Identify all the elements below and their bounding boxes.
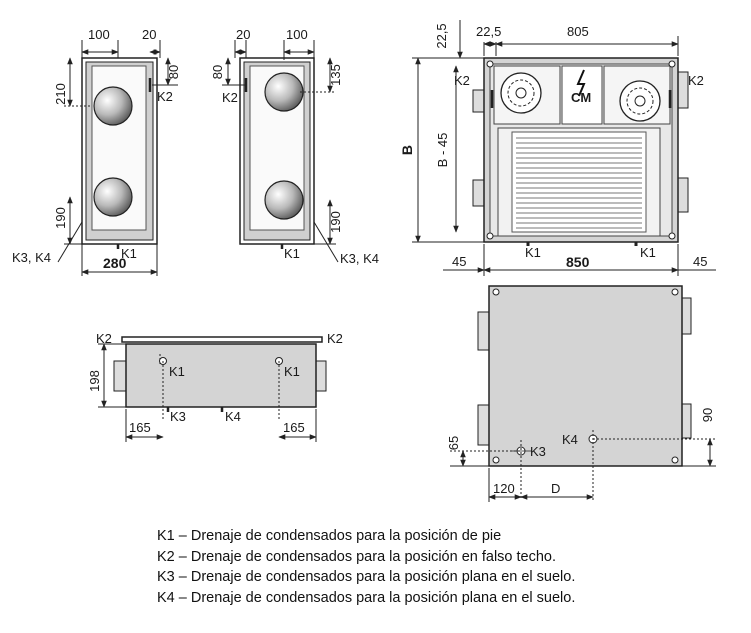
dim-text: 850 <box>566 254 590 270</box>
dim-text: 20 <box>142 27 156 42</box>
dim-text: 20 <box>236 27 250 42</box>
side-duct <box>477 404 491 446</box>
dim-text: 165 <box>129 420 151 435</box>
top-flange <box>121 336 323 343</box>
label-k1: K1 <box>121 246 137 261</box>
label-k1: K1 <box>525 245 541 260</box>
lightning-icon <box>576 69 586 97</box>
exchanger-fins <box>516 137 642 229</box>
leader-k3k4 <box>313 221 339 263</box>
legend-item-k1: K1 – Drenaje de condensados para la posi… <box>157 528 502 544</box>
dim-text: 80 <box>166 65 181 79</box>
duct-port-upper <box>93 86 133 126</box>
duct-port-lower <box>264 180 304 220</box>
dim-text: 65 <box>446 436 461 450</box>
label-k3-k4: K3, K4 <box>340 251 379 266</box>
dim-text: 100 <box>286 27 308 42</box>
legend: K1 – Drenaje de condensados para la posi… <box>157 526 575 608</box>
label-k1: K1 <box>640 245 656 260</box>
dim-text: 22,5 <box>434 23 449 48</box>
dim-text: 22,5 <box>476 24 501 39</box>
legend-item-k4: K4 – Drenaje de condensados para la posi… <box>157 589 576 606</box>
label-k2: K2 <box>96 331 112 346</box>
label-k4: K4 <box>225 409 241 424</box>
dim-text: D <box>551 481 560 496</box>
dim-text: B <box>399 145 415 155</box>
label-k3: K3 <box>530 444 546 459</box>
dim-text: 45 <box>452 254 466 269</box>
side-duct <box>477 311 491 351</box>
dim-text: 120 <box>493 481 515 496</box>
dim-text: 165 <box>283 420 305 435</box>
label-k2: K2 <box>454 73 470 88</box>
dim-text: 80 <box>210 65 225 79</box>
flat-position-view: 198 165 165 K2 K2 K1 K1 K3 K4 <box>87 331 343 442</box>
legend-item-k3: K3 – Drenaje de condensados para la posi… <box>157 569 576 585</box>
label-k2: K2 <box>222 90 238 105</box>
unit-body <box>125 343 317 408</box>
label-k3-k4: K3, K4 <box>12 250 51 265</box>
dim-text: 280 <box>103 255 127 271</box>
side-duct <box>113 360 127 392</box>
label-k3: K3 <box>170 409 186 424</box>
unit-base <box>488 285 683 467</box>
dim-text: 190 <box>53 207 68 229</box>
label-k2: K2 <box>327 331 343 346</box>
label-k2: K2 <box>157 89 173 104</box>
duct-port-upper <box>264 72 304 112</box>
exchanger-core <box>511 131 647 233</box>
label-k4: K4 <box>562 432 578 447</box>
dim-text: 135 <box>328 64 343 86</box>
label-k1: K1 <box>169 364 185 379</box>
dim-text: 210 <box>53 83 68 105</box>
legend-item-k2: K2 – Drenaje de condensados para la posi… <box>157 548 557 565</box>
dim-text: B - 45 <box>435 133 450 168</box>
dim-text: 805 <box>567 24 589 39</box>
dim-text: 100 <box>88 27 110 42</box>
front-view: CM 22,5 805 22,5 B B - 45 45 850 45 K2 K… <box>399 20 716 276</box>
leader-k3k4 <box>57 221 83 263</box>
dim-text: 45 <box>693 254 707 269</box>
duct-port-lower <box>93 177 133 217</box>
dim-text: 190 <box>328 211 343 233</box>
motor-label: CM <box>571 90 591 105</box>
dim-text: 90 <box>700 408 715 422</box>
dim-text: 198 <box>87 370 102 392</box>
side-view-right: 20 100 80 135 190 K2 K1 K3, K4 <box>210 27 379 266</box>
label-k1: K1 <box>284 364 300 379</box>
label-k2: K2 <box>688 73 704 88</box>
bottom-view: 90 65 120 D K4 K3 <box>446 285 716 502</box>
side-view-left: 100 20 210 80 190 280 K2 K1 K3, K4 <box>12 27 181 276</box>
label-k1: K1 <box>284 246 300 261</box>
